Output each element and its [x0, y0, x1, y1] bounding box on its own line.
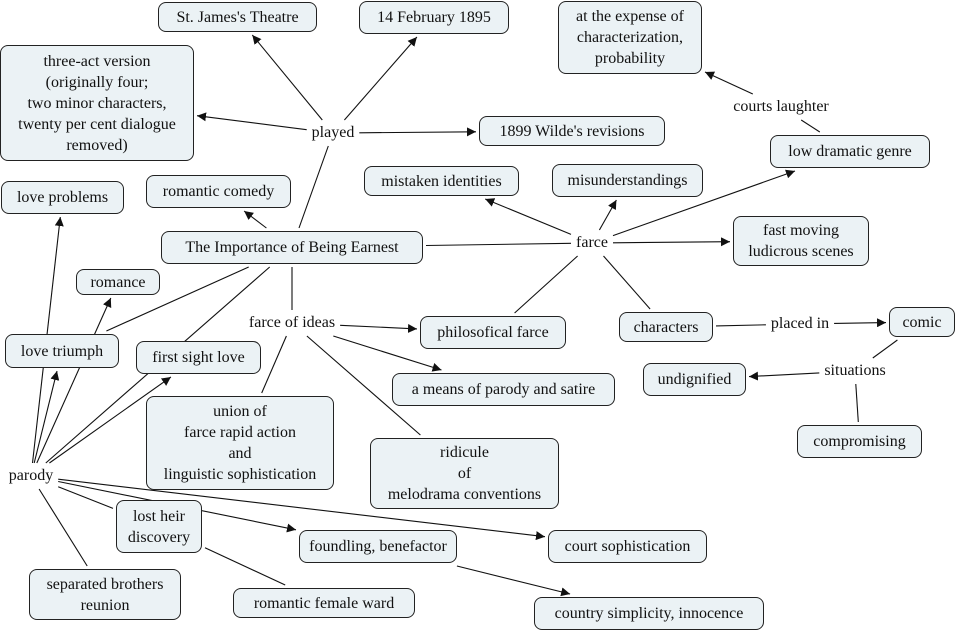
node-label: love problems — [16, 189, 109, 206]
connector-lost_heir-to-female_ward — [204, 547, 286, 586]
connector-parody-to-first_sight — [49, 376, 172, 464]
node-label: 1899 Wilde's revisions — [499, 122, 645, 140]
connector-farce-to-fast_moving — [612, 237, 731, 247]
link-situations[interactable]: situations — [822, 361, 888, 381]
node-union[interactable]: union of farce rapid action and linguist… — [146, 396, 334, 490]
node-label: undignified — [657, 371, 732, 388]
connector-courts_laughter-to-expense — [704, 71, 754, 95]
node-means-of-parody[interactable]: a means of parody and satire — [392, 373, 615, 406]
connector-placed_in-to-comic — [834, 318, 887, 328]
node-label: court sophistication — [564, 538, 691, 555]
node-label: low dramatic genre — [788, 143, 912, 160]
connector-played-to-three_act — [196, 112, 307, 131]
connector-earnest-to-played — [298, 145, 329, 229]
node-label: foundling, benefactor — [309, 538, 447, 555]
connector-philo_farce-to-farce — [514, 255, 578, 314]
node-love-problems[interactable]: love problems — [1, 181, 124, 214]
node-compromising[interactable]: compromising — [797, 425, 922, 458]
node-label: compromising — [813, 433, 906, 450]
connector-farce-to-mistaken — [484, 198, 572, 235]
node-label: at the expense of characterization, prob… — [576, 8, 684, 67]
link-played[interactable]: played — [309, 123, 357, 143]
node-label: three-act version (originally four; two … — [18, 52, 176, 154]
node-fast-moving[interactable]: fast moving ludicrous scenes — [733, 216, 869, 266]
node-mistaken-identities[interactable]: mistaken identities — [364, 166, 519, 196]
connector-played-to-revisions — [359, 127, 477, 137]
node-romantic-comedy[interactable]: romantic comedy — [146, 175, 291, 208]
connector-parody-to-love_triumph — [33, 370, 60, 464]
node-expense[interactable]: at the expense of characterization, prob… — [558, 1, 702, 74]
connector-played-to-st_james — [251, 34, 323, 121]
connector-earnest-to-farce — [425, 242, 572, 247]
node-label: romance — [90, 273, 146, 291]
connector-farce_of_ideas-to-philo_farce — [340, 323, 418, 333]
node-country-simplicity[interactable]: country simplicity, innocence — [534, 597, 764, 630]
node-three-act[interactable]: three-act version (originally four; two … — [0, 45, 194, 161]
node-earnest[interactable]: The Importance of Being Earnest — [161, 231, 423, 264]
node-comic[interactable]: comic — [889, 307, 955, 337]
connector-earnest-to-rom_comedy — [243, 210, 267, 229]
node-label: lost heir discovery — [127, 507, 191, 546]
node-low-genre[interactable]: low dramatic genre — [770, 135, 930, 168]
node-ridicule[interactable]: ridicule of melodrama conventions — [370, 438, 559, 509]
node-romance[interactable]: romance — [76, 269, 160, 295]
node-label: 14 February 1895 — [377, 9, 491, 26]
node-label: mistaken identities — [381, 172, 502, 190]
connector-farce-to-misunderstandings — [598, 199, 617, 231]
node-label: romantic comedy — [162, 183, 275, 200]
node-undignified[interactable]: undignified — [643, 363, 746, 396]
connector-situations-to-undignified — [748, 371, 820, 381]
node-philosofical-farce[interactable]: philosofical farce — [420, 316, 566, 349]
node-label: country simplicity, innocence — [554, 605, 744, 622]
connector-farce-to-low_genre — [612, 169, 796, 237]
connector-compromising-to-situations — [855, 383, 859, 423]
node-label: characters — [633, 318, 699, 336]
connector-characters-to-placed_in — [715, 324, 766, 327]
node-label: ridicule of melodrama conventions — [387, 444, 542, 503]
link-farce-of-ideas[interactable]: farce of ideas — [246, 313, 338, 333]
connector-parody-to-court_soph — [58, 478, 546, 541]
node-label: misunderstandings — [567, 172, 688, 189]
node-characters[interactable]: characters — [619, 312, 713, 342]
node-lost-heir[interactable]: lost heir discovery — [116, 500, 202, 553]
node-st-james[interactable]: St. James's Theatre — [158, 2, 317, 32]
link-parody[interactable]: parody — [6, 466, 56, 486]
node-label: union of farce rapid action and linguist… — [163, 403, 317, 483]
connector-played-to-feb1895 — [343, 36, 418, 121]
node-label: comic — [902, 313, 942, 331]
node-label: love triumph — [20, 342, 104, 360]
connector-farce_of_ideas-to-means_parody — [333, 335, 442, 372]
node-separated-brothers[interactable]: separated brothers reunion — [29, 569, 181, 620]
connector-low_genre-to-courts_laughter — [800, 119, 821, 133]
connector-ridicule-to-farce_of_ideas — [306, 335, 421, 436]
connector-union-to-farce_of_ideas — [261, 335, 287, 394]
node-label: The Importance of Being Earnest — [185, 239, 399, 256]
node-court-sophistication[interactable]: court sophistication — [548, 530, 707, 563]
node-label: a means of parody and satire — [411, 381, 596, 398]
link-farce[interactable]: farce — [574, 233, 610, 253]
node-label: separated brothers reunion — [46, 575, 164, 614]
node-feb-1895[interactable]: 14 February 1895 — [359, 1, 509, 34]
link-courts-laughter[interactable]: courts laughter — [731, 97, 831, 117]
node-misunderstandings[interactable]: misunderstandings — [552, 164, 703, 197]
connector-parody-to-separated — [38, 488, 88, 567]
connector-love_triumph-to-earnest — [106, 266, 249, 332]
connector-foundling-to-country — [456, 565, 571, 597]
node-label: first sight love — [152, 349, 245, 366]
node-first-sight-love[interactable]: first sight love — [136, 341, 261, 374]
connector-parody-to-romance — [36, 297, 112, 464]
node-love-triumph[interactable]: love triumph — [5, 334, 119, 368]
link-placed-in[interactable]: placed in — [768, 314, 832, 334]
connector-farce-to-characters — [603, 255, 651, 310]
node-revisions[interactable]: 1899 Wilde's revisions — [479, 116, 665, 146]
connector-comic-to-situations — [872, 339, 898, 359]
node-label: St. James's Theatre — [176, 8, 299, 26]
connector-parody-to-lost_heir — [57, 486, 114, 509]
node-label: fast moving ludicrous scenes — [748, 222, 854, 260]
node-label: romantic female ward — [253, 594, 395, 612]
node-label: philosofical farce — [437, 324, 549, 341]
node-foundling[interactable]: foundling, benefactor — [299, 530, 457, 563]
node-female-ward[interactable]: romantic female ward — [233, 588, 415, 618]
